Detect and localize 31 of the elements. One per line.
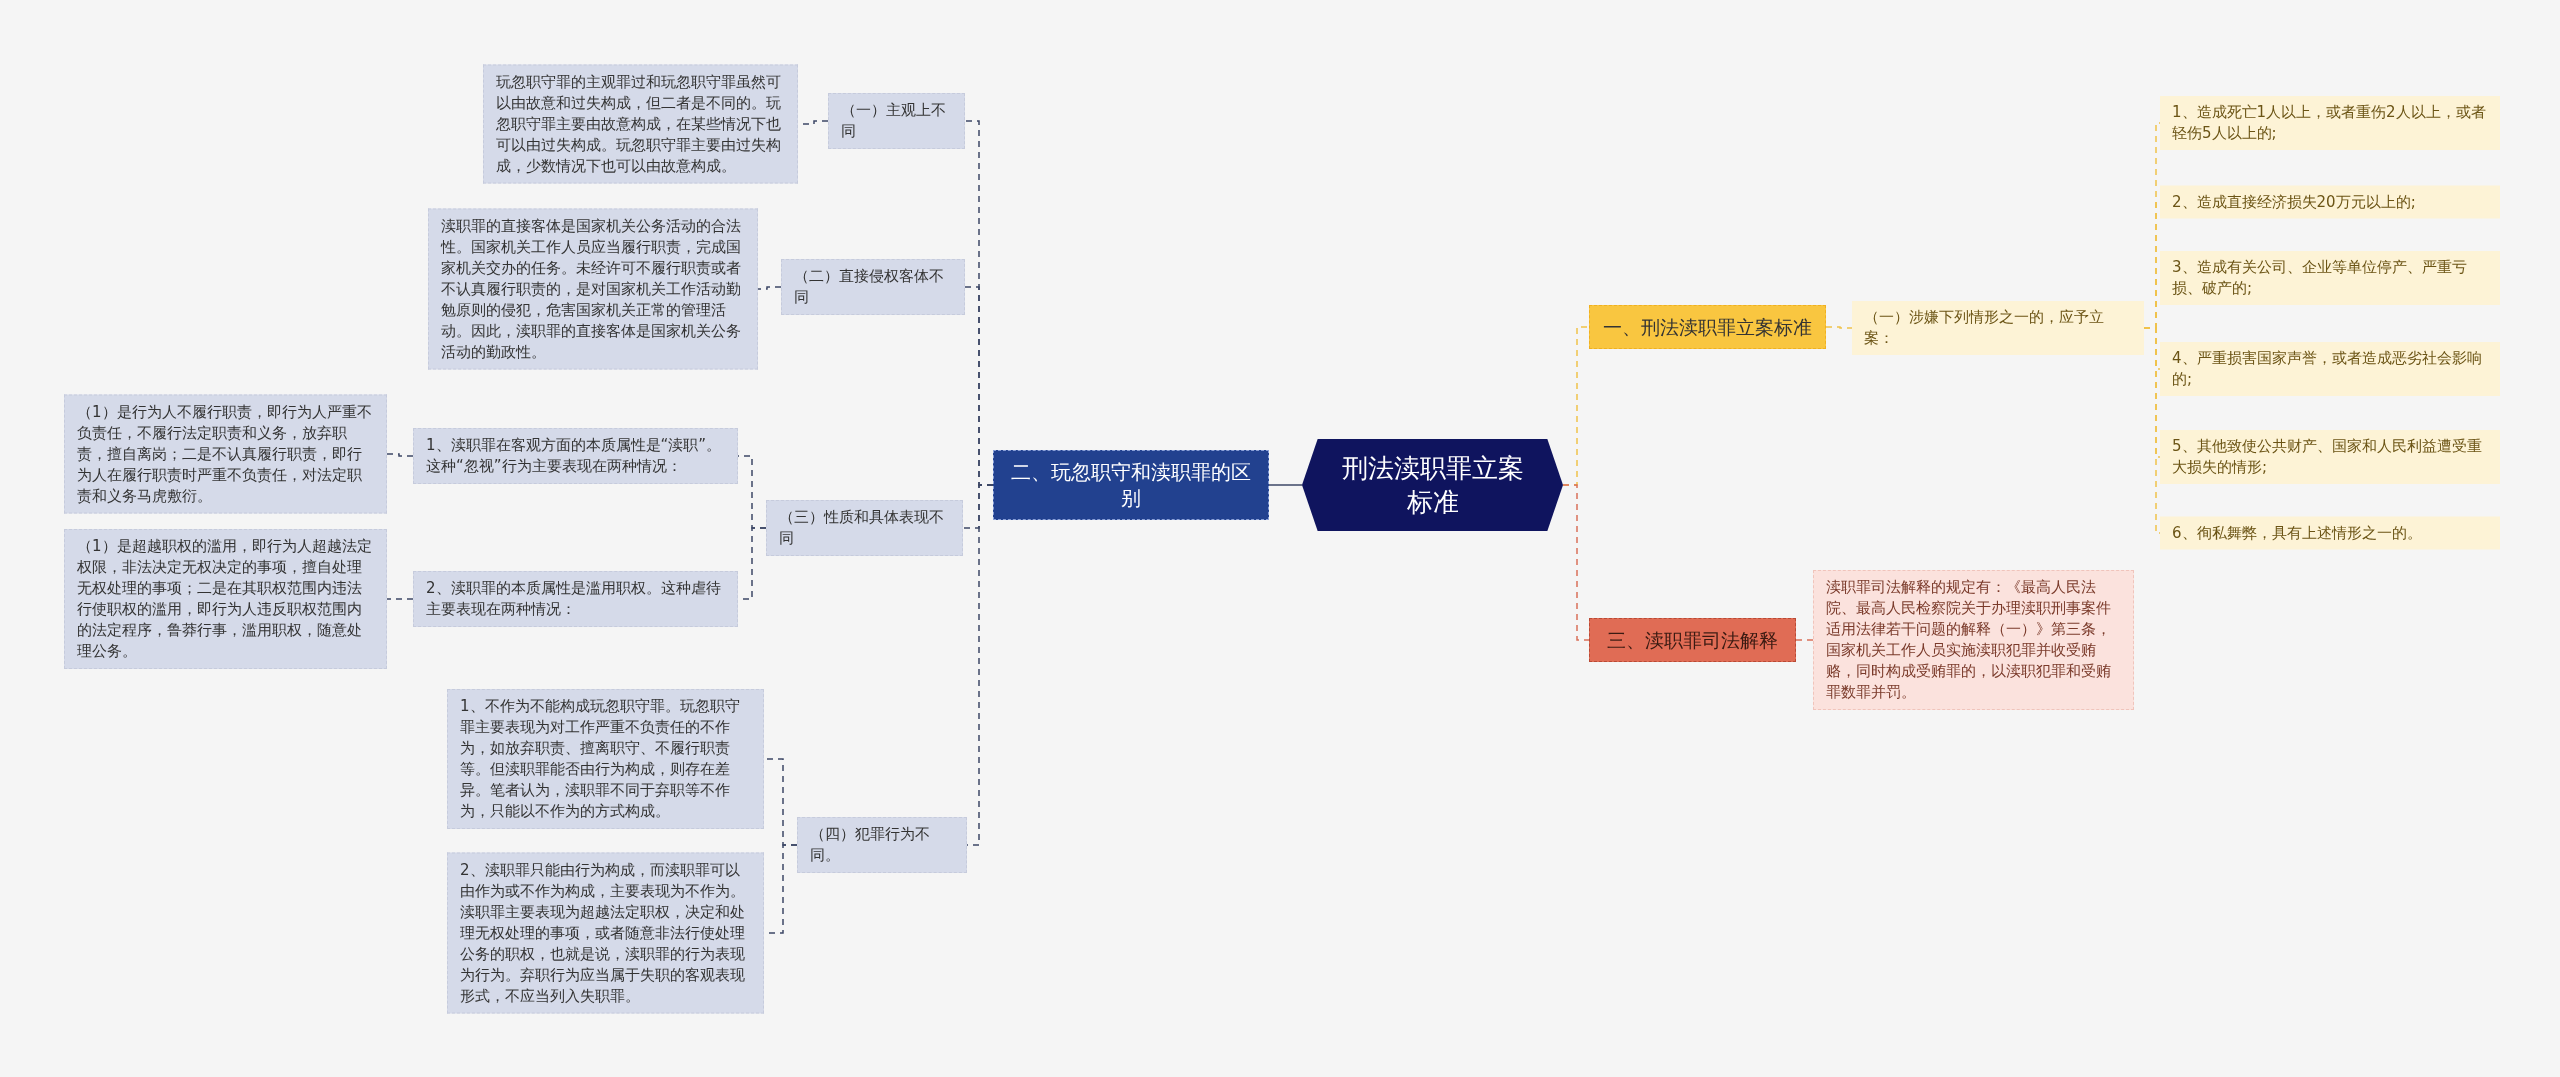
topic-box: （四）犯罪行为不同。	[797, 817, 967, 873]
topic-box: 2、渎职罪只能由行为构成，而渎职罪可以由作为或不作为构成，主要表现为不作为。渎职罪主要表现为超越法定职权，决定和处理无权处理的事项，或者随意非法行使处理公务的职权，也就是说，渎职罪的行为表现为行为。弃职行为应当属于失职的客观表现形式，不应当列入失职罪。	[447, 852, 764, 1014]
connector-line	[1562, 484, 1590, 641]
topic-box: 3、造成有关公司、企业等单位停产、严重亏损、破产的;	[2160, 251, 2500, 305]
topic-box: 渎职罪司法解释的规定有：《最高人民法院、最高人民检察院关于办理渎职刑事案件适用法律若干问题的解释（一）》第三条，国家机关工作人员实施渎职犯罪并收受贿赂，同时构成受贿罪的，以渎职犯罪和受贿罪数罪并罚。	[1813, 570, 2134, 710]
topic-box: 1、造成死亡1人以上，或者重伤2人以上，或者轻伤5人以上的;	[2160, 96, 2500, 150]
topic-box: 6、徇私舞弊，具有上述情形之一的。	[2160, 516, 2500, 550]
connector-line	[757, 286, 782, 290]
topic-box: （三）性质和具体表现不同	[766, 500, 963, 556]
connector-line	[1795, 639, 1814, 641]
connector-line	[386, 598, 414, 600]
topic-box: 1、渎职罪在客观方面的本质属性是“渎职”。这种“忽视”行为主要表现在两种情况：	[413, 428, 738, 484]
branch-topic: 三、渎职罪司法解释	[1589, 618, 1796, 662]
topic-box: 4、严重损害国家声誉，或者造成恶劣社会影响的;	[2160, 342, 2500, 396]
topic-box: 2、渎职罪的本质属性是滥用职权。这种虐待主要表现在两种情况：	[413, 571, 738, 627]
topic-box: 渎职罪的直接客体是国家机关公务活动的合法性。国家机关工作人员应当履行职责，完成国家机关交办的任务。未经许可不履行职责或者不认真履行职责的，是对国家机关工作活动勤勉原则的侵犯，危害国家机关正常的管理活动。因此，渎职罪的直接客体是国家机关公务活动的勤政性。	[428, 208, 758, 370]
topic-box: （一）主观上不同	[828, 93, 965, 149]
topic-box: 1、不作为不能构成玩忽职守罪。玩忽职守罪主要表现为对工作严重不负责任的不作为，如放弃职责、擅离职守、不履行职责等。但渎职罪能否由行为构成，则存在差异。笔者认为，渎职罪不同于弃职等不作为，只能以不作为的方式构成。	[447, 689, 764, 829]
branch-topic: 二、玩忽职守和渎职罪的区别	[993, 450, 1269, 520]
topic-box: （1）是行为人不履行职责，即行为人严重不负责任，不履行法定职责和义务，放弃职责，擅自离岗；二是不认真履行职责，即行为人在履行职责时严重不负责任，对法定职责和义务马虎敷衍。	[64, 394, 387, 514]
topic-box: 5、其他致使公共财产、国家和人民利益遭受重大损失的情形;	[2160, 430, 2500, 484]
branch-topic: 一、刑法渎职罪立案标准	[1589, 305, 1826, 349]
connector-line	[1825, 326, 1853, 329]
connector-line	[386, 453, 414, 457]
topic-box: 玩忽职守罪的主观罪过和玩忽职守罪虽然可以由故意和过失构成，但二者是不同的。玩忽职守罪主要由故意构成，在某些情况下也可以由过失构成。玩忽职守罪主要由过失构成，少数情况下也可以由故意构成。	[483, 64, 798, 184]
topic-box: （二）直接侵权客体不同	[781, 259, 965, 315]
topic-box: （一）涉嫌下列情形之一的，应予立案：	[1852, 301, 2144, 355]
central-topic: 刑法渎职罪立案标准	[1302, 439, 1563, 531]
topic-box: 2、造成直接经济损失20万元以上的;	[2160, 185, 2500, 219]
connector-line	[1268, 484, 1303, 486]
topic-box: （1）是超越职权的滥用，即行为人超越法定权限，非法决定无权决定的事项，擅自处理无权处理的事项；二是在其职权范围内违法行使职权的滥用，即行为人违反职权范围内的法定程序，鲁莽行事，滥用职权，随意处理公务。	[64, 529, 387, 669]
